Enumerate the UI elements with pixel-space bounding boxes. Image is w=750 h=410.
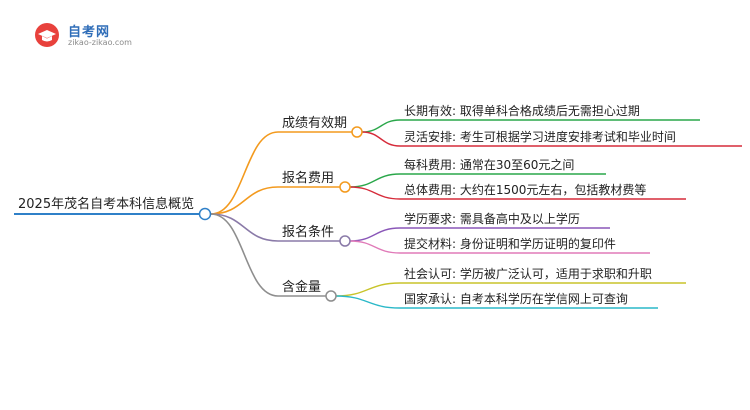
leaf-label: 每科费用: 通常在30至60元之间: [404, 157, 574, 172]
branch-node-circle: [339, 235, 351, 247]
leaf-connector: [361, 119, 401, 133]
leaf-connector: [349, 240, 401, 254]
leaf-label: 灵活安排: 考生可根据学习进度安排考试和毕业时间: [404, 129, 676, 144]
leaf-label: 长期有效: 取得单科合格成绩后无需担心过期: [404, 103, 640, 118]
branch-node-circle: [325, 290, 337, 302]
leaf-label: 国家承认: 自考本科学历在学信网上可查询: [404, 291, 628, 306]
leaf-label: 学历要求: 需具备高中及以上学历: [404, 211, 580, 226]
root-node-circle: [198, 207, 212, 221]
branch-connector: [210, 131, 279, 215]
branch-label: 报名条件: [282, 224, 334, 240]
branch-connector: [210, 186, 279, 215]
leaf-label: 总体费用: 大约在1500元左右，包括教材费等: [404, 182, 646, 197]
branch-label: 报名费用: [282, 170, 334, 186]
site-logo[interactable]: 自考网 zikao-zikao.com: [34, 20, 144, 50]
branch-connector: [210, 213, 279, 242]
leaf-connector: [349, 186, 401, 200]
branch-connector: [210, 213, 279, 297]
branch-label: 含金量: [282, 279, 321, 295]
root-label: 2025年茂名自考本科信息概览: [18, 196, 194, 212]
leaf-connector: [349, 173, 401, 188]
leaf-connector: [335, 282, 401, 297]
graduation-cap-icon: [35, 23, 59, 47]
leaf-connector: [335, 295, 401, 309]
leaf-label: 提交材料: 身份证明和学历证明的复印件: [404, 236, 616, 251]
branch-node-circle: [351, 126, 363, 138]
branch-label: 成绩有效期: [282, 116, 347, 131]
logo-name: 自考网: [68, 25, 111, 40]
leaf-connector: [361, 131, 401, 147]
logo-url: zikao-zikao.com: [68, 38, 132, 47]
leaf-label: 社会认可: 学历被广泛认可，适用于求职和升职: [404, 266, 652, 281]
leaf-connector: [349, 227, 401, 242]
branch-node-circle: [339, 181, 351, 193]
